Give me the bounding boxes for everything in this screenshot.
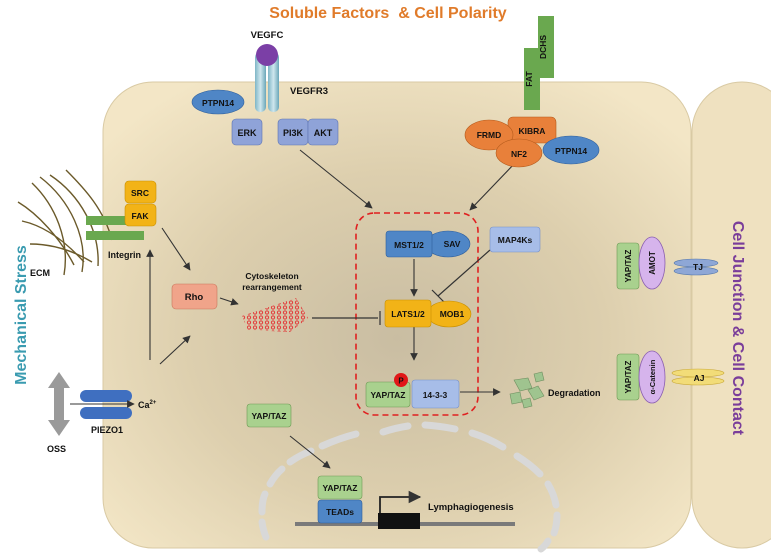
- hippo-core-region: [355, 212, 479, 416]
- integrin-bar-bottom: [86, 231, 144, 240]
- kibra-label: KIBRA: [519, 126, 546, 136]
- title-soluble-factors: Soluble Factors & Cell Polarity: [269, 5, 506, 22]
- teads-node: [317, 499, 363, 524]
- phospho-label: P: [398, 377, 404, 386]
- yaptaz-aj-label: YAP/TAZ: [624, 360, 633, 393]
- calcium-charge: 2+: [150, 400, 157, 406]
- frmd-node: [464, 119, 514, 151]
- ptpn14-top-label: PTPN14: [202, 98, 234, 108]
- src-node: [124, 180, 157, 204]
- oss-arrow: [48, 372, 70, 436]
- tj-label: TJ: [693, 262, 703, 272]
- phospho-marker: [394, 373, 408, 387]
- rho-label: Rho: [185, 292, 204, 303]
- yaptaz-center-label: YAP/TAZ: [371, 390, 406, 400]
- vegfr3-left-strand: [255, 52, 266, 112]
- neighbor-cell: [691, 81, 771, 549]
- aj-label: AJ: [694, 373, 705, 383]
- yaptaz-cyto-node: [246, 403, 292, 428]
- rho-node: [171, 283, 218, 310]
- alpha-catenin-node: [638, 350, 666, 404]
- p1433-label: 14-3-3: [423, 390, 448, 400]
- calcium-symbol: Ca: [138, 400, 150, 410]
- yaptaz-tj-label: YAP/TAZ: [624, 249, 633, 282]
- piezo1-label: PIEZO1: [91, 425, 123, 435]
- calcium-label: Ca2+: [138, 400, 157, 410]
- fak-label: FAK: [132, 211, 150, 221]
- akt-node: [307, 118, 339, 146]
- fat-label: FAT: [524, 70, 534, 86]
- amot-label: AMOT: [648, 251, 657, 275]
- aj-bar-bottom: [671, 376, 725, 386]
- pathway-arrows: [70, 149, 517, 469]
- ecm-label: ECM: [30, 268, 50, 278]
- tj-bar-bottom: [673, 266, 719, 276]
- ptpn14-right-label: PTPN14: [555, 146, 587, 156]
- title-cell-junction: Cell Junction & Cell Contact: [729, 221, 746, 436]
- src-label: SRC: [131, 188, 149, 198]
- ptpn14-top-node: [191, 89, 245, 115]
- dchs-receptor: [538, 16, 554, 78]
- lats12-label: LATS1/2: [391, 309, 425, 319]
- nf2-label: NF2: [511, 149, 527, 159]
- p1433-node: [411, 379, 460, 409]
- inhibition-lines: [312, 249, 491, 325]
- degradation-label: Degradation: [548, 388, 601, 398]
- frmd-label: FRMD: [477, 130, 502, 140]
- nucleus-envelope: [258, 421, 561, 553]
- dchs-label: DCHS: [538, 35, 548, 59]
- vegfc-ligand: [256, 44, 278, 66]
- integrin-bar-top: [86, 216, 136, 225]
- yaptaz-center-node: [365, 381, 411, 408]
- mob1-label: MOB1: [440, 309, 465, 319]
- integrin-label: Integrin: [108, 250, 141, 260]
- vegfc-label: VEGFC: [251, 30, 284, 41]
- yaptaz-nuclear-label: YAP/TAZ: [323, 483, 358, 493]
- pi3k-label: PI3K: [283, 128, 304, 138]
- mst12-label: MST1/2: [394, 240, 424, 250]
- piezo1-channel-bottom: [80, 407, 132, 419]
- vegfr3-right-strand: [268, 52, 279, 112]
- nf2-node: [495, 138, 543, 168]
- lymph-label: Lymphagiogenesis: [428, 502, 514, 513]
- teads-label: TEADs: [326, 507, 354, 517]
- mst12-node: [385, 230, 433, 258]
- sav-label: SAV: [444, 239, 461, 249]
- title-mechanical-stress: Mechanical Stress: [13, 245, 30, 385]
- cytoskeleton-mesh: [242, 298, 308, 332]
- yaptaz-nuclear-node: [317, 475, 363, 500]
- amot-node: [638, 236, 666, 290]
- map4ks-label: MAP4Ks: [498, 235, 533, 245]
- transcription-start-arrow: [379, 490, 422, 513]
- lats12-node: [384, 299, 432, 328]
- yaptaz-cyto-label: YAP/TAZ: [252, 411, 287, 421]
- alpha-catenin-label: α-Catenin: [648, 359, 657, 394]
- gene-promoter: [378, 513, 420, 529]
- piezo1-channel-top: [80, 390, 132, 402]
- map4ks-node: [489, 226, 541, 253]
- ecm-fibers: [17, 169, 113, 276]
- oss-label: OSS: [47, 444, 66, 454]
- erk-label: ERK: [237, 128, 257, 138]
- cytoskeleton-label: Cytoskeleton: [245, 271, 298, 281]
- degradation-fragments: [509, 371, 545, 409]
- fat-receptor: [524, 48, 540, 110]
- ptpn14-right-node: [542, 135, 600, 165]
- vegfr3-label: VEGFR3: [290, 86, 328, 97]
- rearrangement-label: rearrangement: [242, 282, 302, 292]
- fak-node: [124, 203, 157, 227]
- akt-label: AKT: [314, 128, 333, 138]
- erk-node: [231, 118, 263, 146]
